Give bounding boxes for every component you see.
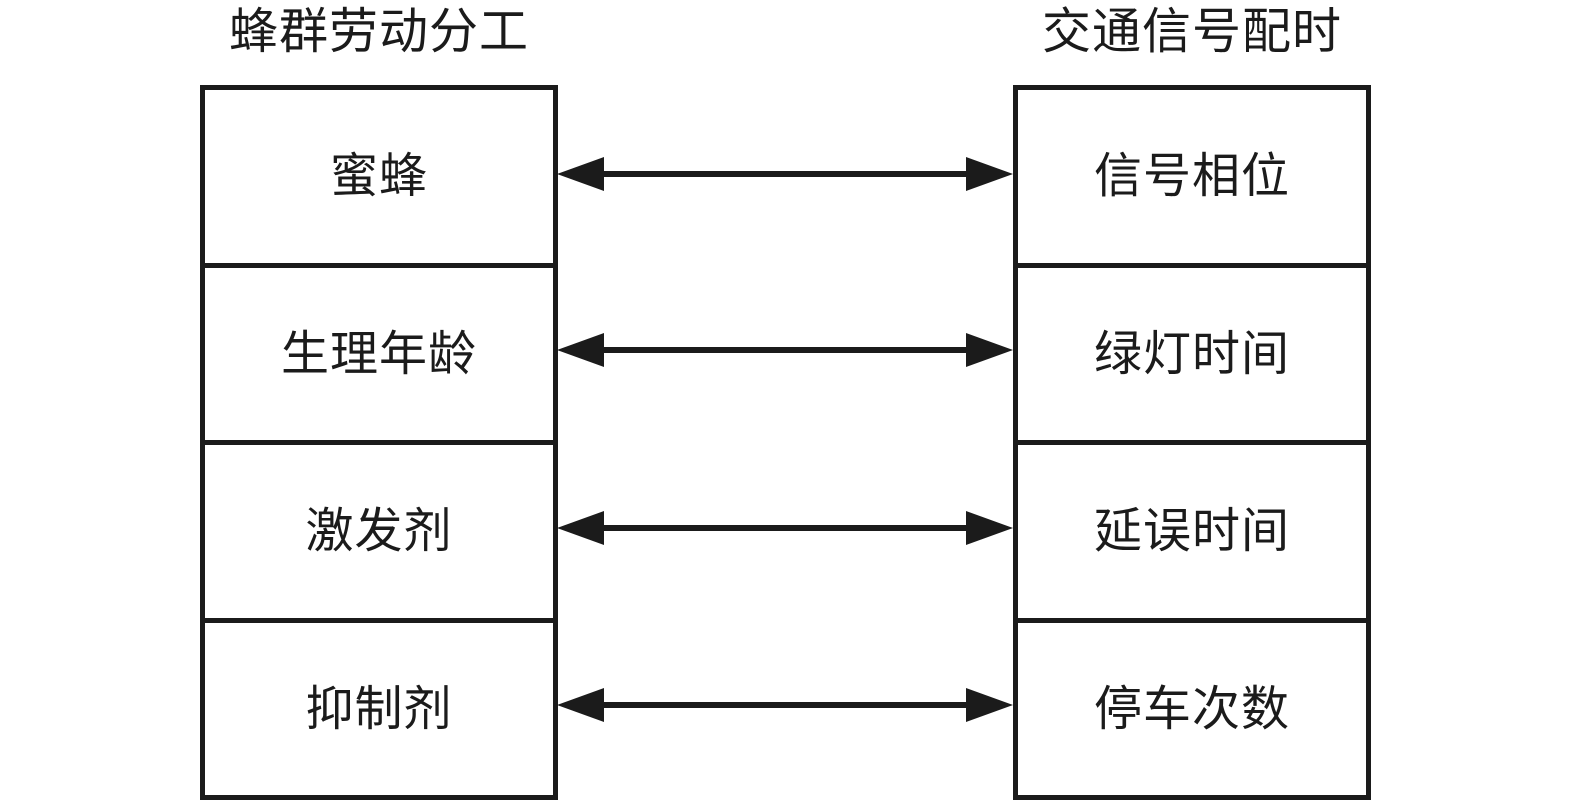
- connector-arrow-4: [557, 688, 1013, 722]
- left-column-stack: 蜜蜂 生理年龄 激发剂 抑制剂: [200, 85, 558, 800]
- left-cell-4[interactable]: 抑制剂: [205, 622, 553, 795]
- left-column-title: 蜂群劳动分工: [228, 3, 529, 60]
- connector-arrow-2: [557, 333, 1013, 367]
- right-column-title: 交通信号配时: [1041, 3, 1342, 60]
- right-cell-2[interactable]: 绿灯时间: [1018, 267, 1366, 445]
- right-cell-1-label: 信号相位: [1093, 148, 1290, 205]
- left-cell-1-label: 蜜蜂: [329, 148, 428, 205]
- left-cell-3[interactable]: 激发剂: [205, 445, 553, 623]
- right-column-stack: 信号相位 绿灯时间 延误时间 停车次数: [1013, 85, 1371, 800]
- connector-arrow-3: [557, 511, 1013, 545]
- right-cell-1[interactable]: 信号相位: [1018, 90, 1366, 268]
- right-cell-4[interactable]: 停车次数: [1018, 622, 1366, 795]
- right-cell-3[interactable]: 延误时间: [1018, 445, 1366, 623]
- right-cell-2-label: 绿灯时间: [1093, 325, 1290, 382]
- left-cell-2-label: 生理年龄: [280, 325, 477, 382]
- connector-arrow-1: [557, 157, 1013, 191]
- right-cell-3-label: 延误时间: [1093, 503, 1290, 560]
- left-cell-1[interactable]: 蜜蜂: [205, 90, 553, 268]
- left-cell-3-label: 激发剂: [305, 503, 453, 560]
- left-cell-4-label: 抑制剂: [305, 680, 453, 737]
- right-cell-4-label: 停车次数: [1093, 680, 1290, 737]
- left-cell-2[interactable]: 生理年龄: [205, 267, 553, 445]
